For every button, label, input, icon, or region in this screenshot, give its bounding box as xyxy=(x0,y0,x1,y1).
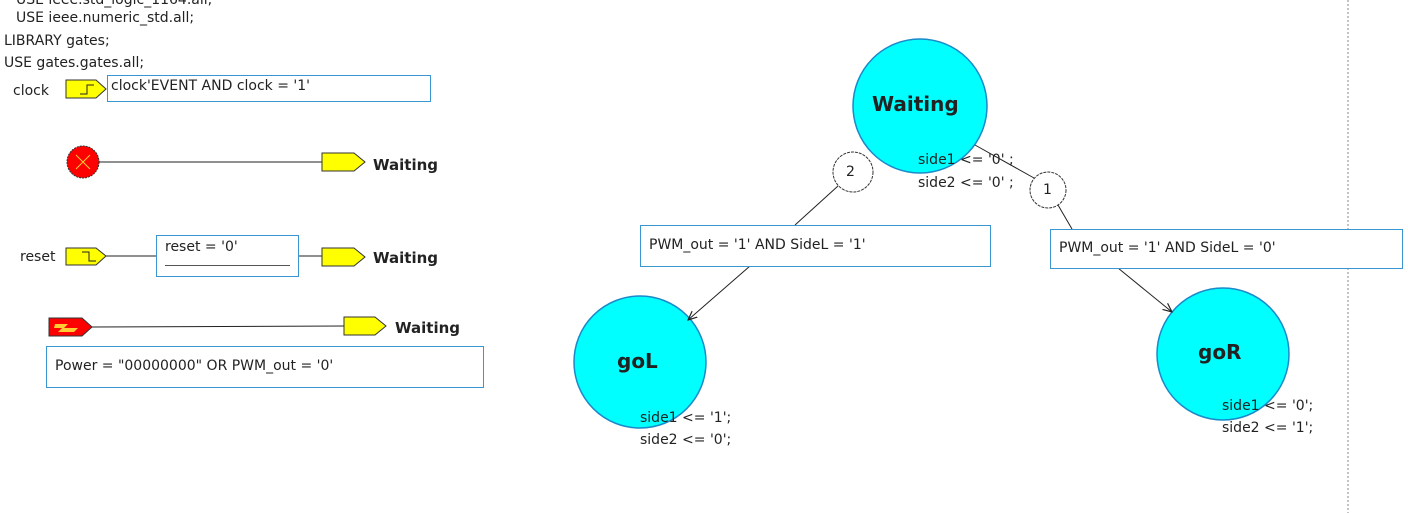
reset-condition[interactable]: reset = '0' xyxy=(156,235,299,277)
priority-2-marker[interactable] xyxy=(832,151,874,193)
state-gor[interactable] xyxy=(1156,287,1290,421)
exception-condition[interactable]: Power = "00000000" OR PWM_out = '0' xyxy=(46,346,484,388)
transition-condition[interactable]: PWM_out = '1' AND SideL = '1' xyxy=(640,225,991,267)
transition-condition[interactable]: PWM_out = '1' AND SideL = '0' xyxy=(1050,229,1403,269)
priority-1-marker[interactable] xyxy=(1029,171,1067,209)
transition-arrow[interactable] xyxy=(688,265,751,320)
transition-arrow[interactable] xyxy=(1117,267,1172,312)
exception-target: Waiting xyxy=(395,319,461,337)
state-name: goR xyxy=(1198,340,1242,364)
code-line: LIBRARY gates; xyxy=(4,33,110,49)
code-line: USE ieee.numeric_std.all; xyxy=(16,10,195,26)
reset-target: Waiting xyxy=(373,249,439,267)
default-state-icon[interactable] xyxy=(66,145,100,179)
state-link-tag[interactable] xyxy=(321,152,366,172)
state-action: side2 <= '0' ; xyxy=(918,175,1014,191)
reset-condition-text: reset = '0' xyxy=(165,239,238,255)
state-link-tag[interactable] xyxy=(343,316,387,336)
state-link-tag[interactable] xyxy=(321,247,366,267)
transition-line[interactable] xyxy=(794,185,839,226)
clock-condition[interactable]: clock'EVENT AND clock = '1' xyxy=(107,75,431,102)
state-gol[interactable] xyxy=(573,295,707,429)
state-waiting[interactable] xyxy=(852,38,988,174)
transition-line[interactable] xyxy=(974,144,1035,179)
code-line: USE ieee.std_logic_1164.all; xyxy=(16,0,213,8)
state-action: side1 <= '0'; xyxy=(1222,398,1314,414)
clock-tag[interactable] xyxy=(65,79,107,99)
reset-tag[interactable] xyxy=(65,247,107,266)
priority-label: 2 xyxy=(846,164,855,180)
state-name: goL xyxy=(617,349,658,373)
exception-icon[interactable] xyxy=(48,317,93,337)
clock-label: clock xyxy=(13,83,49,99)
state-action: side1 <= '0' ; xyxy=(918,152,1014,168)
default-target: Waiting xyxy=(373,156,439,174)
priority-label: 1 xyxy=(1043,182,1052,198)
reset-label: reset xyxy=(20,249,56,265)
state-name: Waiting xyxy=(872,92,959,116)
transition-line[interactable] xyxy=(1057,204,1073,230)
code-line: USE gates.gates.all; xyxy=(4,55,145,71)
state-action: side2 <= '0'; xyxy=(640,432,732,448)
state-action: side2 <= '1'; xyxy=(1222,420,1314,436)
state-action: side1 <= '1'; xyxy=(640,410,732,426)
